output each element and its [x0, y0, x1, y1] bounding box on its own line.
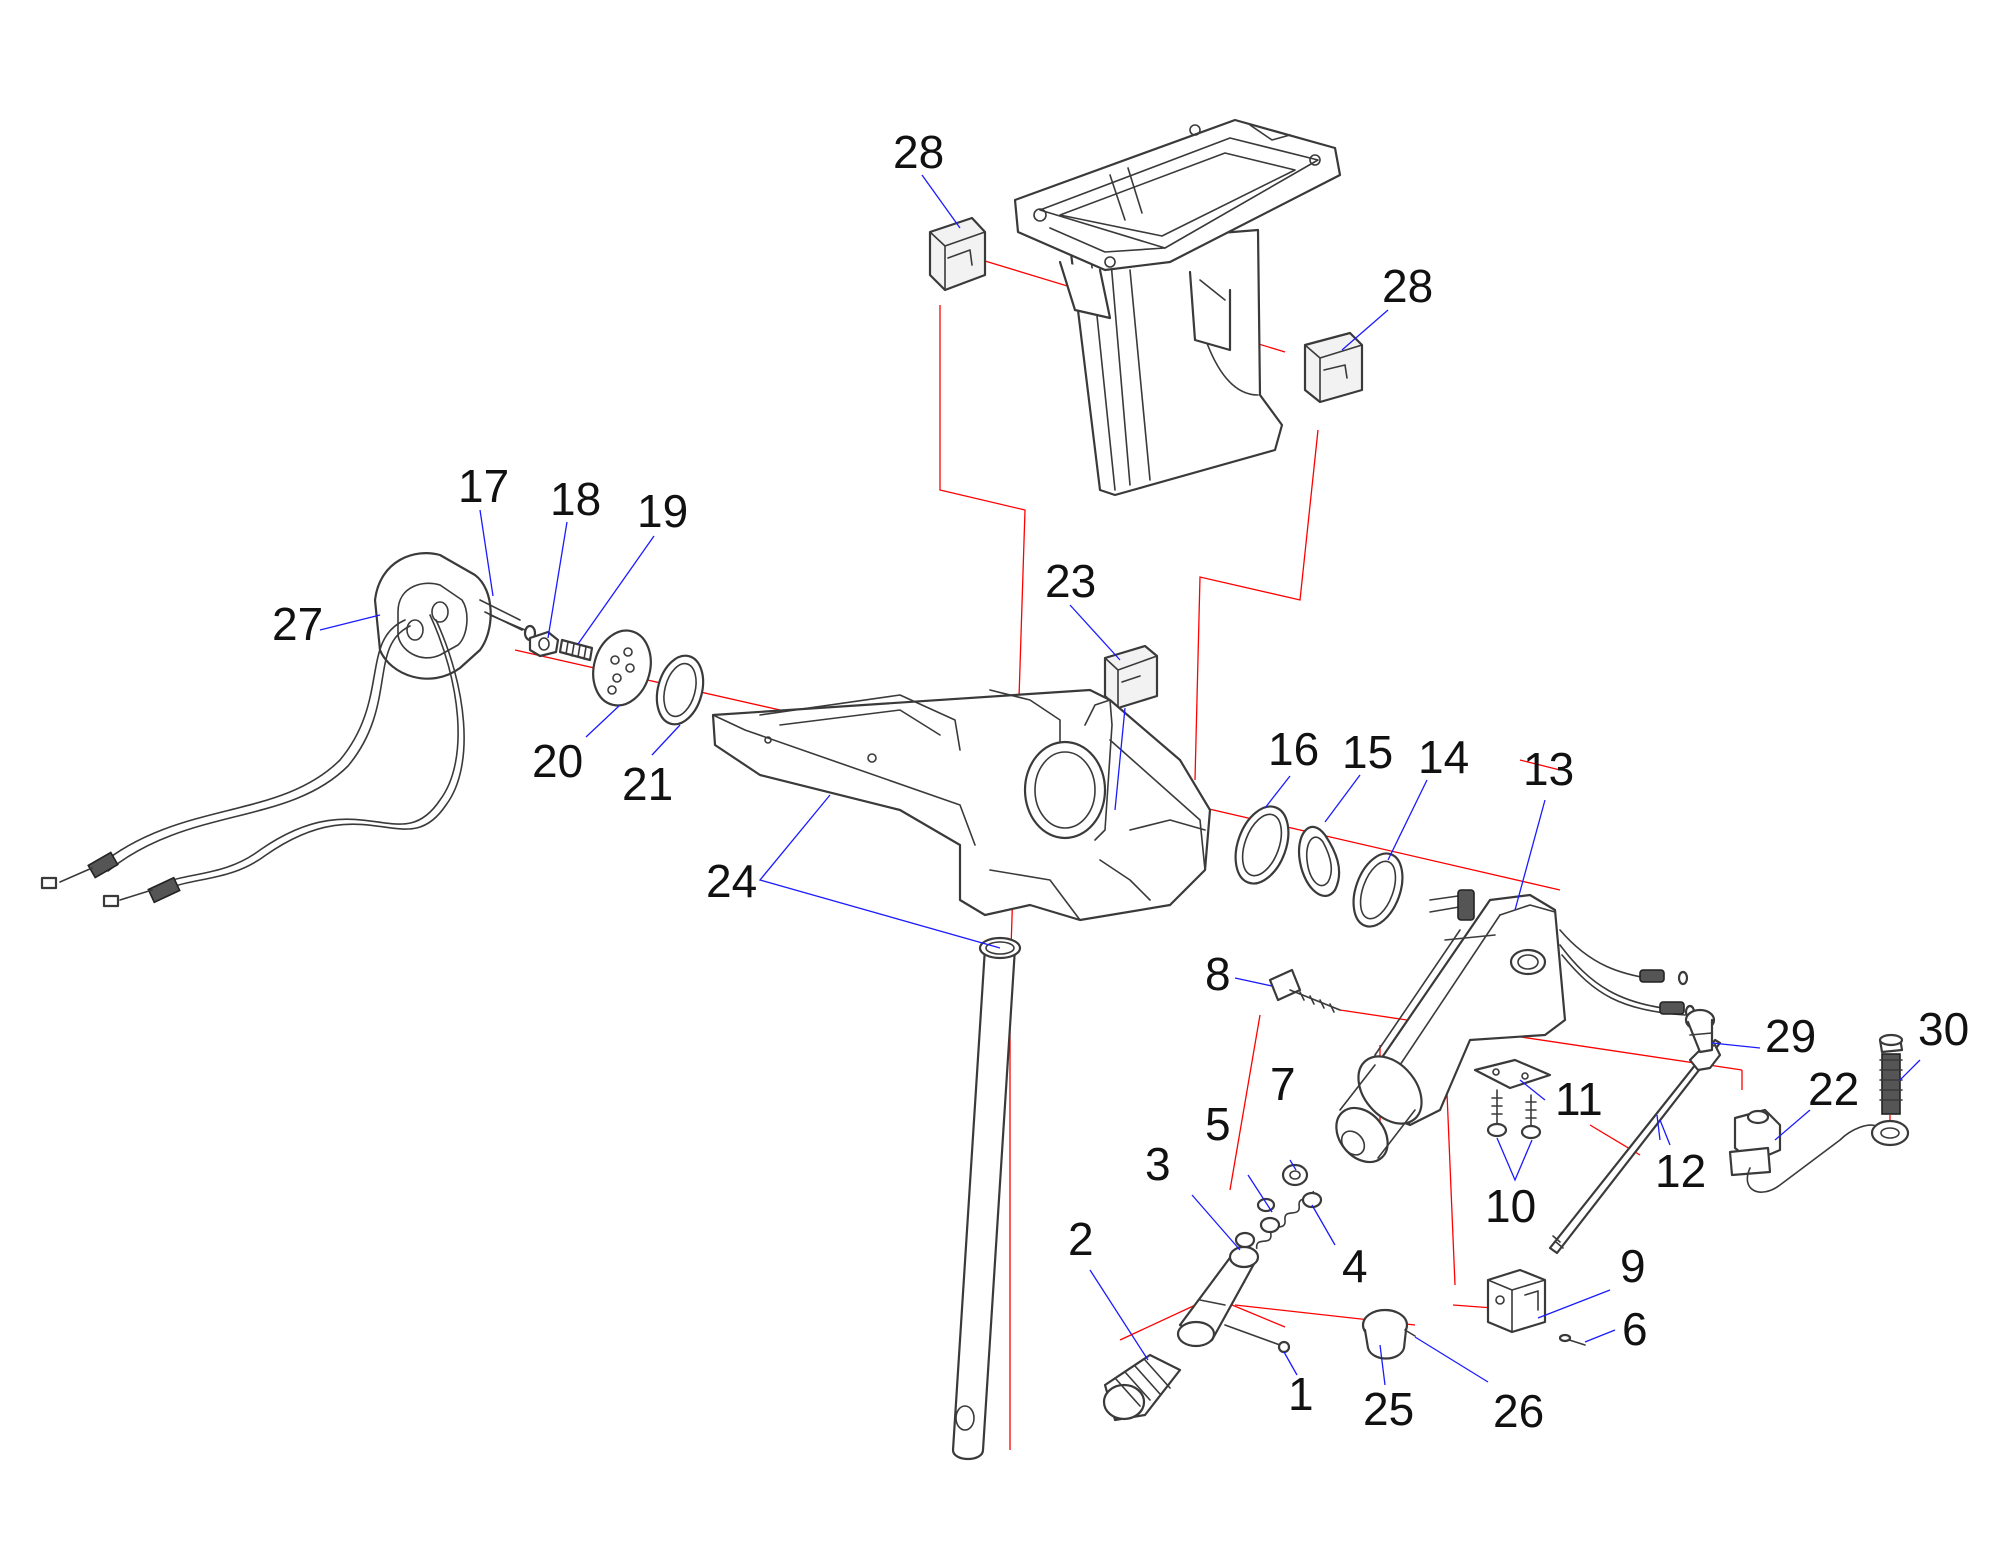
callout-25: 25 — [1363, 1383, 1414, 1435]
screw-8 — [1268, 968, 1341, 1013]
callout-8: 8 — [1205, 948, 1231, 1000]
callout-22: 22 — [1808, 1063, 1859, 1115]
callout-19: 19 — [637, 485, 688, 537]
rubber-pad-23 — [1103, 644, 1159, 710]
kill-switch-22 — [1728, 1108, 1910, 1193]
tiller-handle — [1335, 889, 1696, 1164]
callout-2: 2 — [1068, 1213, 1094, 1265]
screws-10 — [1486, 1089, 1542, 1140]
throttle-grip-2 — [1102, 1353, 1182, 1422]
callout-1: 1 — [1288, 1368, 1314, 1420]
bolt-30 — [1878, 1033, 1904, 1115]
spring-5 — [1255, 1190, 1315, 1250]
pin-26 — [1404, 1329, 1416, 1337]
callout-30: 30 — [1918, 1003, 1969, 1055]
swivel-bracket — [711, 688, 1212, 922]
callout-3: 3 — [1145, 1138, 1171, 1190]
leader-lines — [319, 174, 1921, 1386]
callout-20: 20 — [532, 735, 583, 787]
nut-7 — [1281, 1163, 1309, 1187]
threaded-stud-19 — [558, 638, 594, 662]
callout-17: 17 — [458, 460, 509, 512]
nut-18 — [528, 630, 560, 658]
callout-12: 12 — [1655, 1145, 1706, 1197]
callout-6: 6 — [1622, 1303, 1648, 1355]
callout-10: 10 — [1485, 1180, 1536, 1232]
ring-14 — [1352, 852, 1404, 928]
callout-7: 7 — [1270, 1058, 1296, 1110]
screw-1 — [1224, 1324, 1291, 1354]
rubber-mount-pad-right — [1303, 331, 1364, 404]
ring-21 — [655, 654, 705, 726]
wave-washer-15 — [1297, 826, 1341, 897]
callout-28-right: 28 — [1382, 260, 1433, 312]
throttle-sleeve-3 — [1176, 1245, 1260, 1348]
callout-5: 5 — [1205, 1098, 1231, 1150]
cable-grommet — [373, 552, 492, 680]
callout-13: 13 — [1523, 743, 1574, 795]
callout-18: 18 — [550, 473, 601, 525]
cable-end-17 — [489, 614, 537, 642]
callout-29: 29 — [1765, 1010, 1816, 1062]
callout-labels: 1 2 3 4 5 6 7 8 9 10 11 12 13 14 15 16 1… — [272, 126, 1969, 1437]
callout-14: 14 — [1418, 731, 1469, 783]
callout-27: 27 — [272, 598, 323, 650]
callout-4: 4 — [1342, 1240, 1368, 1292]
callout-9: 9 — [1620, 1240, 1646, 1292]
upper-housing — [1013, 118, 1342, 497]
knob-29 — [1684, 1008, 1716, 1054]
clamp-block-9 — [1486, 1268, 1547, 1334]
o-ring-16 — [1234, 805, 1290, 885]
plate-20 — [592, 629, 652, 707]
callout-21: 21 — [622, 758, 673, 810]
throttle-cables — [40, 599, 523, 908]
callout-16: 16 — [1268, 723, 1319, 775]
callout-26: 26 — [1493, 1385, 1544, 1437]
bushing-25 — [1361, 1308, 1409, 1360]
callout-11: 11 — [1555, 1073, 1603, 1125]
pin-6 — [1558, 1333, 1586, 1346]
callout-24: 24 — [706, 855, 757, 907]
bracket-plate-11 — [1473, 1058, 1552, 1090]
washers-4 — [1234, 1191, 1323, 1249]
callout-15: 15 — [1342, 726, 1393, 778]
callout-23: 23 — [1045, 555, 1096, 607]
rubber-mount-pad-left — [928, 216, 987, 292]
callout-28-left: 28 — [893, 126, 944, 178]
